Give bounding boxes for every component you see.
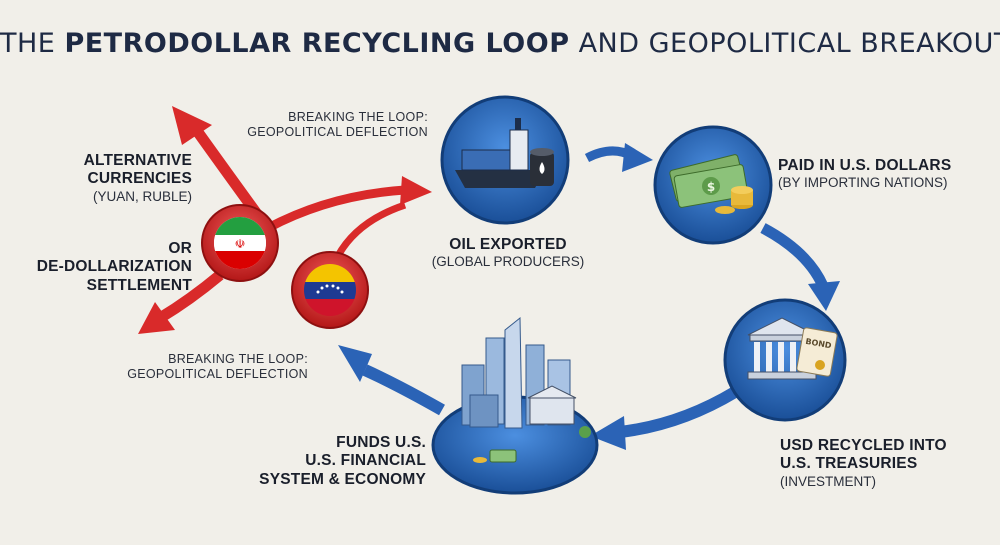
arrow-oil-to-paid [584, 143, 653, 172]
dedollar-line3: SETTLEMENT [86, 276, 192, 294]
breakout-top-label: BREAKING THE LOOP: GEOPOLITICAL DEFLECTI… [238, 110, 428, 140]
venezuela-flag-node [291, 251, 369, 329]
funds-line3: SYSTEM & ECONOMY [259, 470, 426, 488]
breakout-bottom-line1: BREAKING THE LOOP: [168, 352, 308, 366]
city-skyline-icon [461, 316, 591, 463]
paid-in-dollars-node: $ [653, 125, 773, 245]
dollar-stack-icon: $ [669, 154, 753, 214]
breakout-top-line1: BREAKING THE LOOP: [288, 110, 428, 124]
oil-title: OIL EXPORTED [449, 236, 567, 253]
svg-text:☫: ☫ [235, 237, 246, 251]
treasuries-label: USD RECYCLED INTO U.S. TREASURIES (INVES… [780, 437, 990, 489]
treasuries-line1: USD RECYCLED INTO [780, 437, 947, 454]
treasuries-node: BOND [723, 298, 847, 422]
paid-in-dollars-label: PAID IN U.S. DOLLARS (BY IMPORTING NATIO… [778, 157, 988, 191]
oil-exported-node [440, 95, 570, 225]
dedollar-line1: OR [168, 240, 192, 257]
arrow-paid-to-treasuries [760, 223, 840, 311]
breakout-bottom-line2: GEOPOLITICAL DEFLECTION [127, 366, 308, 381]
breakout-top-line2: GEOPOLITICAL DEFLECTION [247, 124, 428, 139]
treasuries-sub: (INVESTMENT) [780, 473, 876, 489]
page-title: THE PETRODOLLAR RECYCLING LOOP AND GEOPO… [0, 28, 1000, 59]
title-part1: THE [0, 28, 65, 59]
arrow-funds-to-breakout [338, 345, 445, 416]
arrow-treasuries-to-funds [590, 386, 739, 450]
oil-exported-label: OIL EXPORTED (GLOBAL PRODUCERS) [420, 236, 596, 270]
breakout-bottom-label: BREAKING THE LOOP: GEOPOLITICAL DEFLECTI… [120, 352, 308, 382]
alt-line2: CURRENCIES [87, 170, 192, 188]
title-bold: PETRODOLLAR RECYCLING LOOP [64, 28, 570, 59]
dedollar-line2: DE-DOLLARIZATION [36, 258, 192, 276]
funds-economy-label: FUNDS U.S. U.S. FINANCIAL SYSTEM & ECONO… [230, 434, 426, 489]
breakout-arrows [138, 106, 432, 334]
oil-sub: (GLOBAL PRODUCERS) [431, 254, 585, 270]
funds-line1: FUNDS U.S. [336, 434, 426, 451]
paid-title: PAID IN U.S. DOLLARS [778, 157, 952, 174]
iran-flag-icon: ☫ [214, 217, 266, 269]
funds-line2: U.S. FINANCIAL [305, 452, 426, 470]
iran-flag-node: ☫ [201, 204, 279, 282]
alternative-currencies-label: ALTERNATIVE CURRENCIES (YUAN, RUBLE) [40, 152, 192, 204]
venezuela-flag-icon [304, 264, 356, 316]
oil-tanker-icon [455, 118, 554, 188]
treasuries-line2: U.S. TREASURIES [780, 455, 918, 473]
bond-building-icon: BOND [747, 317, 838, 380]
alt-line1: ALTERNATIVE [83, 152, 192, 169]
alt-sub: (YUAN, RUBLE) [92, 188, 192, 204]
funds-economy-node [431, 316, 599, 495]
paid-sub: (BY IMPORTING NATIONS) [778, 175, 948, 191]
title-part2: AND GEOPOLITICAL BREAKOUT [569, 28, 1000, 59]
dedollarization-label: OR DE-DOLLARIZATION SETTLEMENT [20, 240, 192, 295]
svg-text:$: $ [707, 180, 715, 194]
